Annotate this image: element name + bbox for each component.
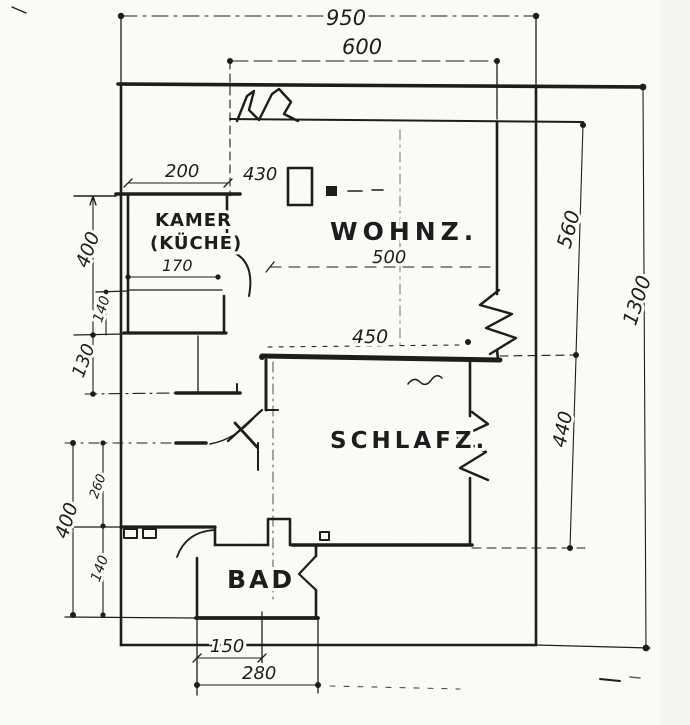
dim-label-430: 430 [243, 164, 277, 185]
door-swing-arc [176, 529, 215, 558]
scribble [407, 375, 443, 386]
living-room-walls [259, 120, 518, 363]
dim-kitchen-width [123, 178, 233, 188]
dim-label-500: 500 [372, 247, 406, 268]
dim-left-entry [84, 334, 177, 397]
bedroom-walls [213, 358, 490, 547]
dim-label-600: 600 [342, 35, 382, 59]
dim-label-950: 950 [326, 6, 366, 30]
room-label-kitchen-1: KAMER [155, 210, 232, 231]
dim-left-lower [64, 440, 198, 619]
dim-label-170: 170 [162, 256, 193, 275]
room-label-bedroom: SCHLAFZ. [330, 428, 488, 454]
dim-living-width [265, 261, 491, 273]
outer-walls [11, 6, 651, 649]
dim-bath-width [194, 619, 461, 694]
dim-left-upper [73, 195, 129, 338]
dim-label-450: 450 [352, 326, 388, 348]
dim-label-280: 280 [242, 663, 276, 684]
dim-right-lower [471, 357, 586, 551]
dim-total-width [117, 12, 540, 85]
dim-label-200: 200 [165, 161, 199, 182]
dim-label-150: 150 [210, 636, 244, 657]
hallway-walls [174, 335, 274, 601]
kitchen-walls [114, 192, 252, 335]
bathroom-walls [119, 525, 330, 620]
window-icon-top [235, 87, 300, 123]
chimney-symbol [286, 166, 384, 207]
door-leaf [233, 421, 259, 449]
door-mark-bath [297, 554, 318, 592]
window-icon-living-right [478, 288, 518, 356]
door-swing-arc [209, 411, 260, 445]
room-label-kitchen-2: (KÜCHE) [150, 232, 242, 254]
dim-total-height [639, 83, 650, 652]
window-icon-bedroom-right [456, 410, 490, 482]
scan-marks [599, 676, 641, 682]
dim-right-upper [499, 122, 586, 358]
duct-notch [266, 517, 292, 547]
kitchen-door-arc [226, 249, 252, 297]
scan-edge-shadow [660, 0, 690, 725]
room-label-bath: BAD [227, 565, 295, 594]
dim-living-top [227, 58, 500, 197]
room-label-living: WOHNZ. [330, 217, 478, 246]
dim-kitchen-inner [125, 274, 221, 280]
